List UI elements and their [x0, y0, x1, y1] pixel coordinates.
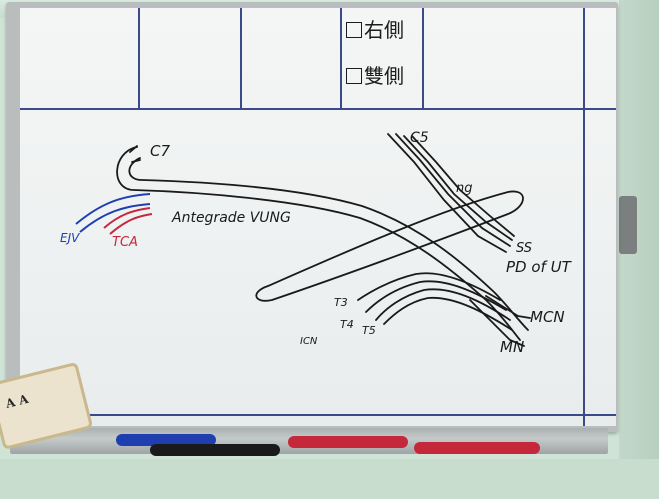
label-antegrade: Antegrade VUNG — [171, 210, 291, 226]
form-row-line — [20, 108, 616, 110]
t-fiber-2 — [365, 280, 507, 313]
label-tca: TCA — [112, 235, 138, 250]
form-col-line — [422, 8, 424, 108]
red-marker[interactable] — [414, 442, 540, 454]
label-t4: T4 — [340, 318, 354, 331]
blue-marker[interactable] — [116, 434, 216, 446]
label-ss: SS — [516, 241, 532, 256]
t-fiber-1 — [357, 272, 501, 301]
nerve-upper-inner — [128, 157, 529, 331]
label-c7: C7 — [150, 142, 170, 160]
checkbox-right-label: 右側 — [364, 18, 404, 42]
label-c5: C5 — [410, 130, 429, 146]
label-icn: ICN — [300, 336, 318, 347]
label-mcn: MCN — [530, 308, 565, 326]
t-fiber-3 — [375, 288, 511, 321]
checkbox-box[interactable] — [346, 22, 362, 38]
checkbox-both[interactable]: 雙側 — [346, 66, 404, 86]
form-bottom-line — [20, 414, 616, 416]
c5-bundle-1 — [387, 133, 507, 253]
tca-vessel — [103, 207, 153, 235]
label-ng: ng — [456, 181, 473, 196]
label-t3: T3 — [334, 296, 348, 309]
board-clip — [619, 196, 637, 254]
ejv-vessel — [75, 193, 151, 233]
label-t5: T5 — [362, 324, 376, 337]
c5-bundle-4 — [411, 135, 515, 237]
wall-bottom — [0, 459, 659, 499]
checkbox-box[interactable] — [346, 68, 362, 84]
c5-bundle-2 — [395, 133, 511, 247]
diagonal-trunk — [255, 190, 524, 302]
t-fiber-4 — [383, 297, 513, 331]
label-mn: MN — [500, 338, 524, 356]
nerve-upper-outline — [116, 146, 521, 341]
c5-bundle-3 — [403, 135, 513, 241]
checkbox-both-label: 雙側 — [364, 64, 404, 88]
label-ejv: EJV — [60, 231, 80, 245]
label-pd: PD of UT — [506, 258, 573, 276]
checkbox-right[interactable]: 右側 — [346, 20, 404, 40]
black-marker[interactable] — [150, 444, 280, 456]
form-col-line — [138, 8, 140, 108]
mcn-tail — [485, 295, 531, 319]
mn-tail — [469, 299, 525, 347]
ink-strokes — [116, 133, 531, 347]
red-marker[interactable] — [288, 436, 408, 448]
form-col-line — [583, 8, 585, 426]
form-col-line — [240, 8, 242, 108]
desk-sign-text: A A — [4, 391, 30, 411]
form-col-line — [340, 8, 342, 108]
